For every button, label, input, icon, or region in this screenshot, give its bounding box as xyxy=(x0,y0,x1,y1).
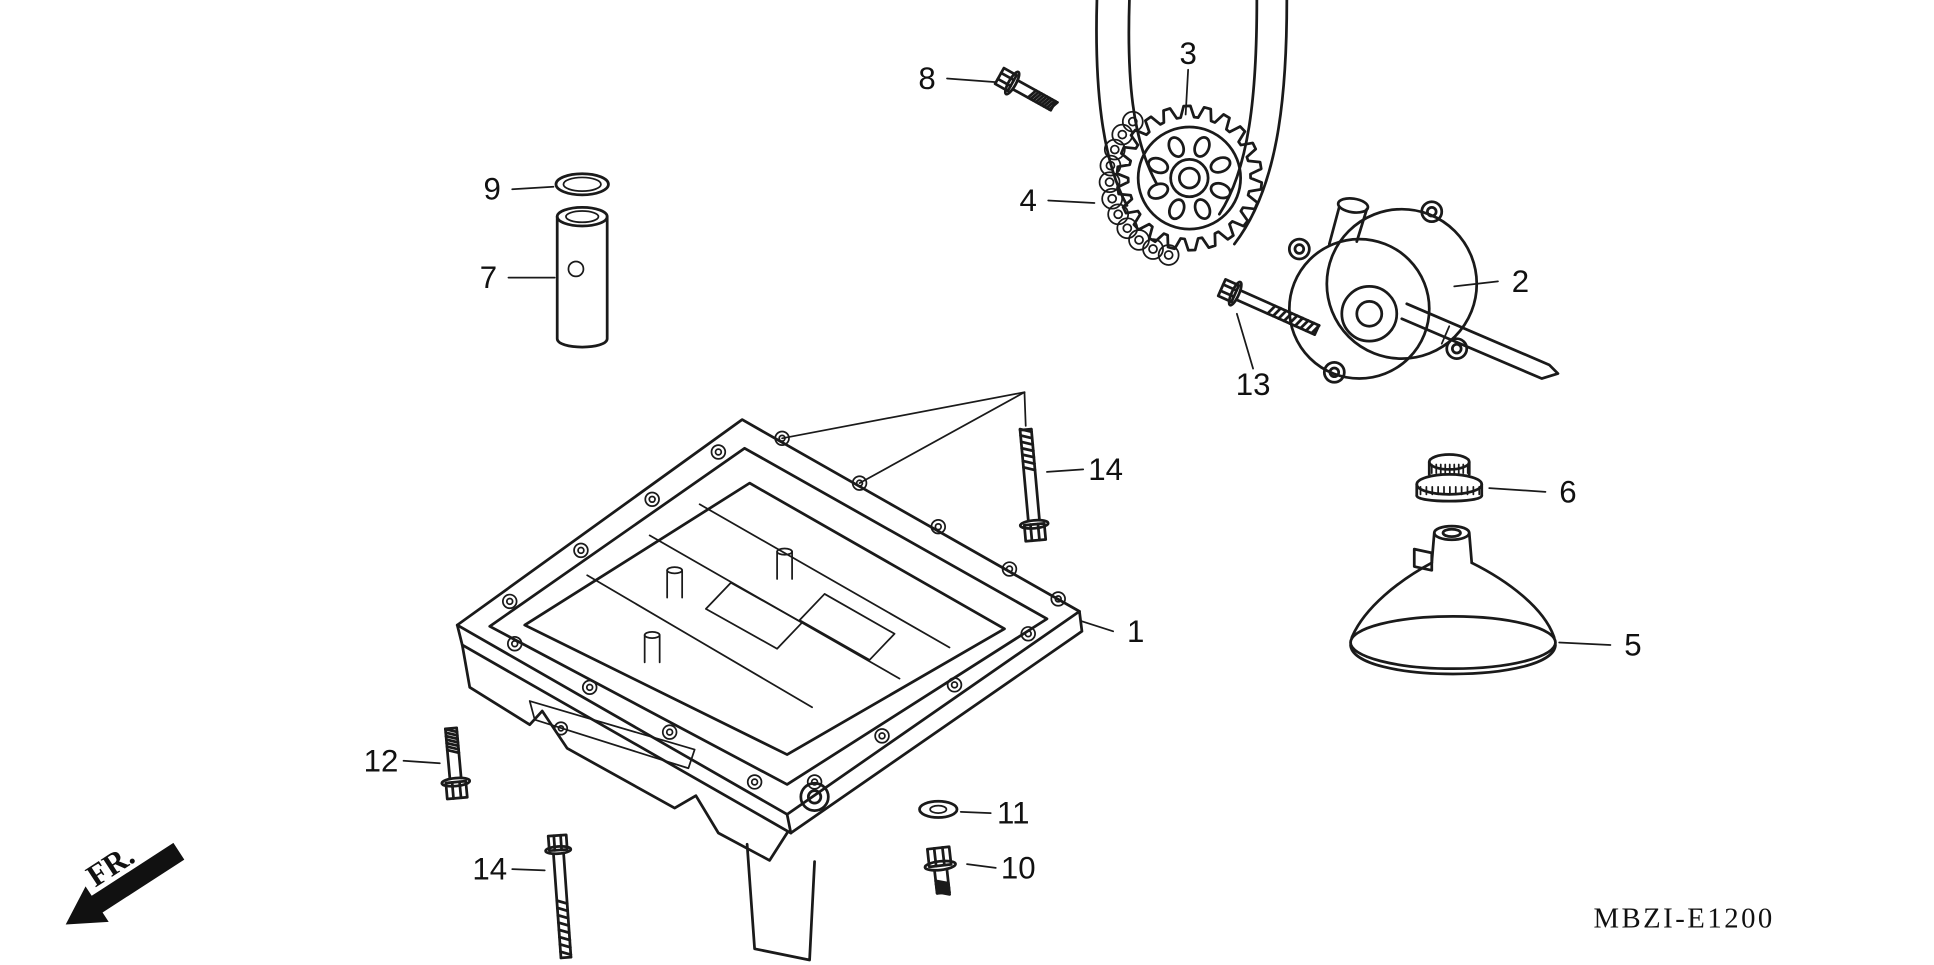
bolt xyxy=(544,833,573,960)
bolt xyxy=(923,845,957,896)
fr-arrow-icon xyxy=(65,842,185,925)
callout-13-label: 13 xyxy=(1236,367,1271,402)
o-ring xyxy=(554,172,610,197)
diagram-code-label: MBZI-E1200 xyxy=(1593,903,1774,935)
fr-direction-indicator: FR. xyxy=(65,837,185,925)
callout-12-label: 12 xyxy=(364,743,399,778)
collar xyxy=(555,205,609,349)
leader-lines xyxy=(402,68,1612,872)
strainer-cap xyxy=(1415,453,1484,503)
callout-labels: 8 3 9 4 7 2 13 14 6 1 5 12 11 10 14 xyxy=(364,36,1642,887)
bolt xyxy=(440,726,472,801)
callout-11-label: 11 xyxy=(997,796,1029,831)
callout-6-label: 6 xyxy=(1559,474,1576,509)
callout-3-label: 3 xyxy=(1179,36,1196,71)
bolt xyxy=(1216,278,1321,336)
callout-8-label: 8 xyxy=(918,61,935,96)
bolt xyxy=(1018,427,1050,543)
washer xyxy=(918,799,959,819)
oil-strainer xyxy=(1349,524,1557,676)
callout-7-label: 7 xyxy=(480,260,497,295)
pump-chain xyxy=(1095,0,1289,266)
callout-10-label: 10 xyxy=(1001,850,1036,885)
callout-2-label: 2 xyxy=(1512,264,1529,299)
oil-pan xyxy=(455,418,1084,962)
callout-4-label: 4 xyxy=(1020,183,1037,218)
pump-sprocket xyxy=(1115,104,1264,252)
callout-5-label: 5 xyxy=(1624,628,1641,663)
callout-14-top-label: 14 xyxy=(1088,452,1123,487)
callout-1-label: 1 xyxy=(1127,614,1144,649)
callout-14-bottom-label: 14 xyxy=(472,852,507,887)
bolts xyxy=(440,66,1321,960)
callout-9-label: 9 xyxy=(484,172,501,207)
bolt xyxy=(993,66,1059,112)
